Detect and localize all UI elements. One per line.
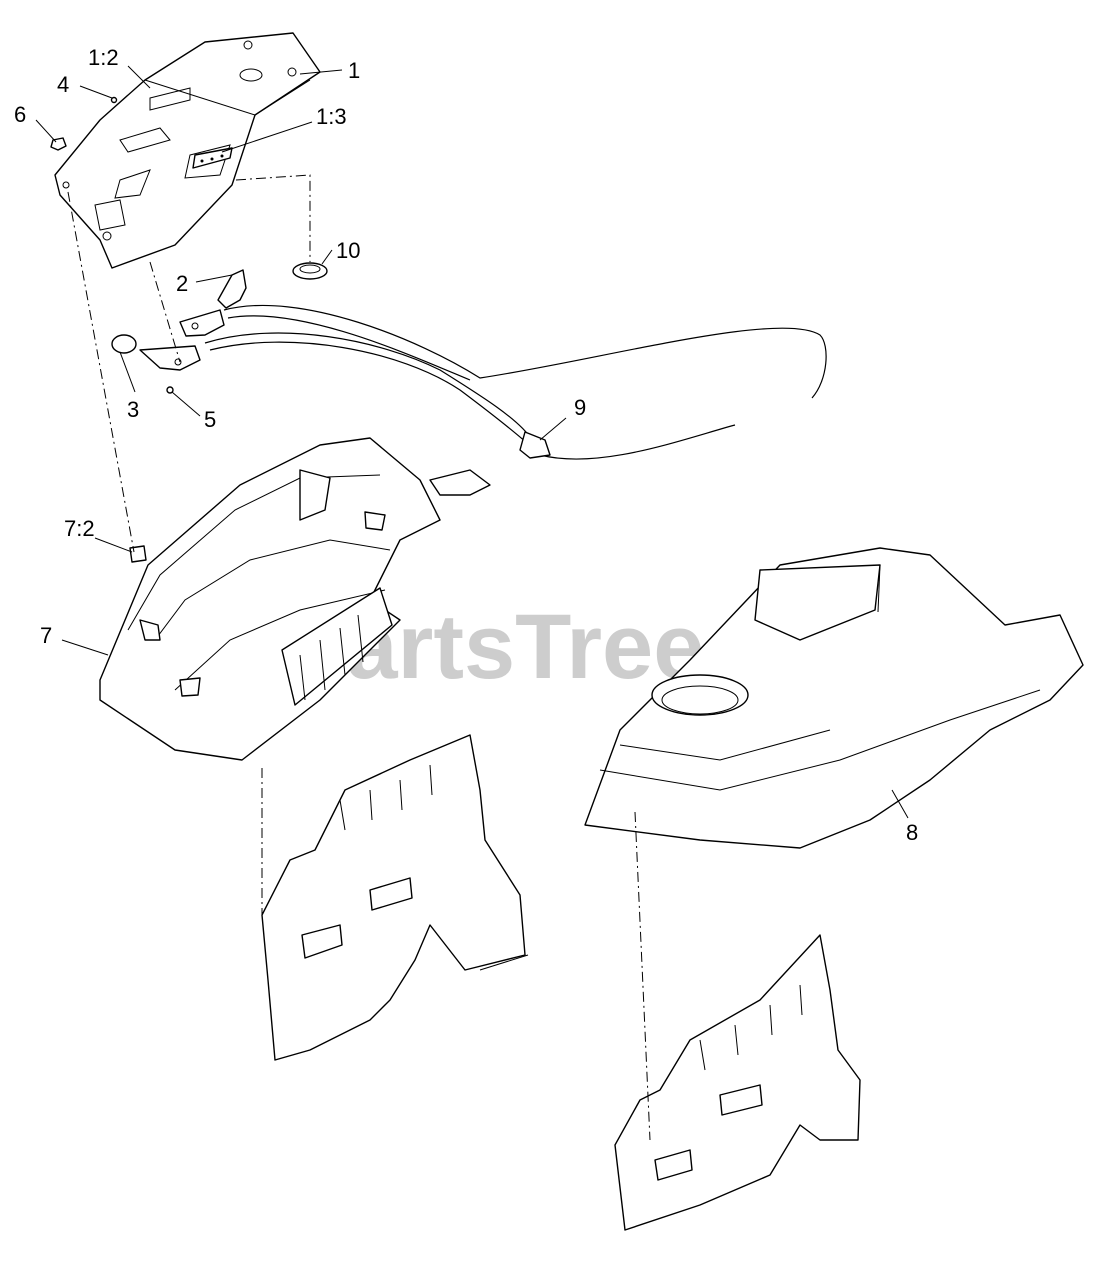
storage-tray-part-7[interactable] <box>99 437 491 761</box>
decal-part-1-3[interactable] <box>192 147 233 169</box>
callout-6: 6 <box>14 102 26 127</box>
callout-7: 7 <box>40 623 52 648</box>
callout-7-2: 7:2 <box>64 516 95 541</box>
callout-1-3: 1:3 <box>316 104 347 129</box>
callout-2: 2 <box>176 271 188 296</box>
heat-shield-right <box>614 934 861 1231</box>
alignment-lines <box>67 174 651 1141</box>
screw-part-4[interactable] <box>110 96 118 104</box>
grommet-part-10[interactable] <box>292 262 328 280</box>
cable-assembly-part-9[interactable] <box>204 304 827 460</box>
callout-9: 9 <box>574 395 586 420</box>
clip-part-7-2[interactable] <box>129 545 147 563</box>
callout-1: 1 <box>348 58 360 83</box>
bolt-part-6[interactable] <box>50 137 67 151</box>
callout-5: 5 <box>204 407 216 432</box>
nut-part-5[interactable] <box>166 386 174 394</box>
choke-control-part-3[interactable] <box>111 334 201 371</box>
leader-lines <box>35 65 909 819</box>
callout-10: 10 <box>336 238 360 263</box>
throttle-control-part-2[interactable] <box>179 269 247 337</box>
callout-8: 8 <box>906 820 918 845</box>
control-panel-part-1[interactable] <box>54 32 321 269</box>
fender-pan-part-8[interactable] <box>584 547 1084 849</box>
heat-shield-left <box>261 734 529 1061</box>
callout-3: 3 <box>127 397 139 422</box>
callout-4: 4 <box>57 72 69 97</box>
callout-1-2: 1:2 <box>88 45 119 70</box>
